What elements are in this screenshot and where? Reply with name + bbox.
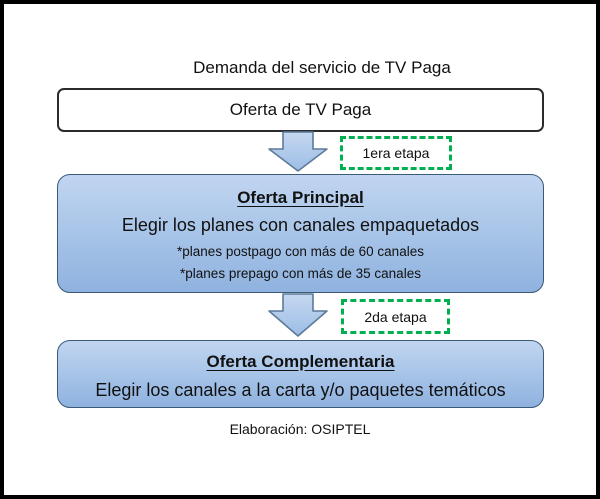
complementary-offer-heading: Oferta Complementaria xyxy=(206,352,395,371)
main-offer-heading: Oferta Principal xyxy=(237,188,364,207)
main-offer-note-prepago: *planes prepago con más de 35 canales xyxy=(180,266,421,281)
main-offer-box: Oferta Principal Elegir los planes con c… xyxy=(57,174,544,293)
figure-title: Demanda del servicio de TV Paga xyxy=(193,58,451,77)
main-offer-note-postpago: *planes postpago con más de 60 canales xyxy=(177,244,424,259)
stage1-badge-label: 1era etapa xyxy=(362,145,430,161)
complementary-offer-description: Elegir los canales a la carta y/o paquet… xyxy=(95,380,506,400)
source-caption: Elaboración: OSIPTEL xyxy=(229,421,371,437)
stage2-badge-label: 2da etapa xyxy=(364,308,427,325)
main-offer-description: Elegir los planes con canales empaquetad… xyxy=(121,215,480,235)
offer-tv-paga-box: Oferta de TV Paga xyxy=(57,88,544,132)
down-arrow-stage2-icon xyxy=(268,293,328,337)
complementary-offer-box: Oferta Complementaria Elegir los canales… xyxy=(57,340,544,408)
stage2-badge: 2da etapa xyxy=(341,299,450,334)
offer-tv-paga-label: Oferta de TV Paga xyxy=(229,100,372,119)
stage1-badge: 1era etapa xyxy=(340,136,452,170)
down-arrow-stage1-icon xyxy=(268,131,328,172)
